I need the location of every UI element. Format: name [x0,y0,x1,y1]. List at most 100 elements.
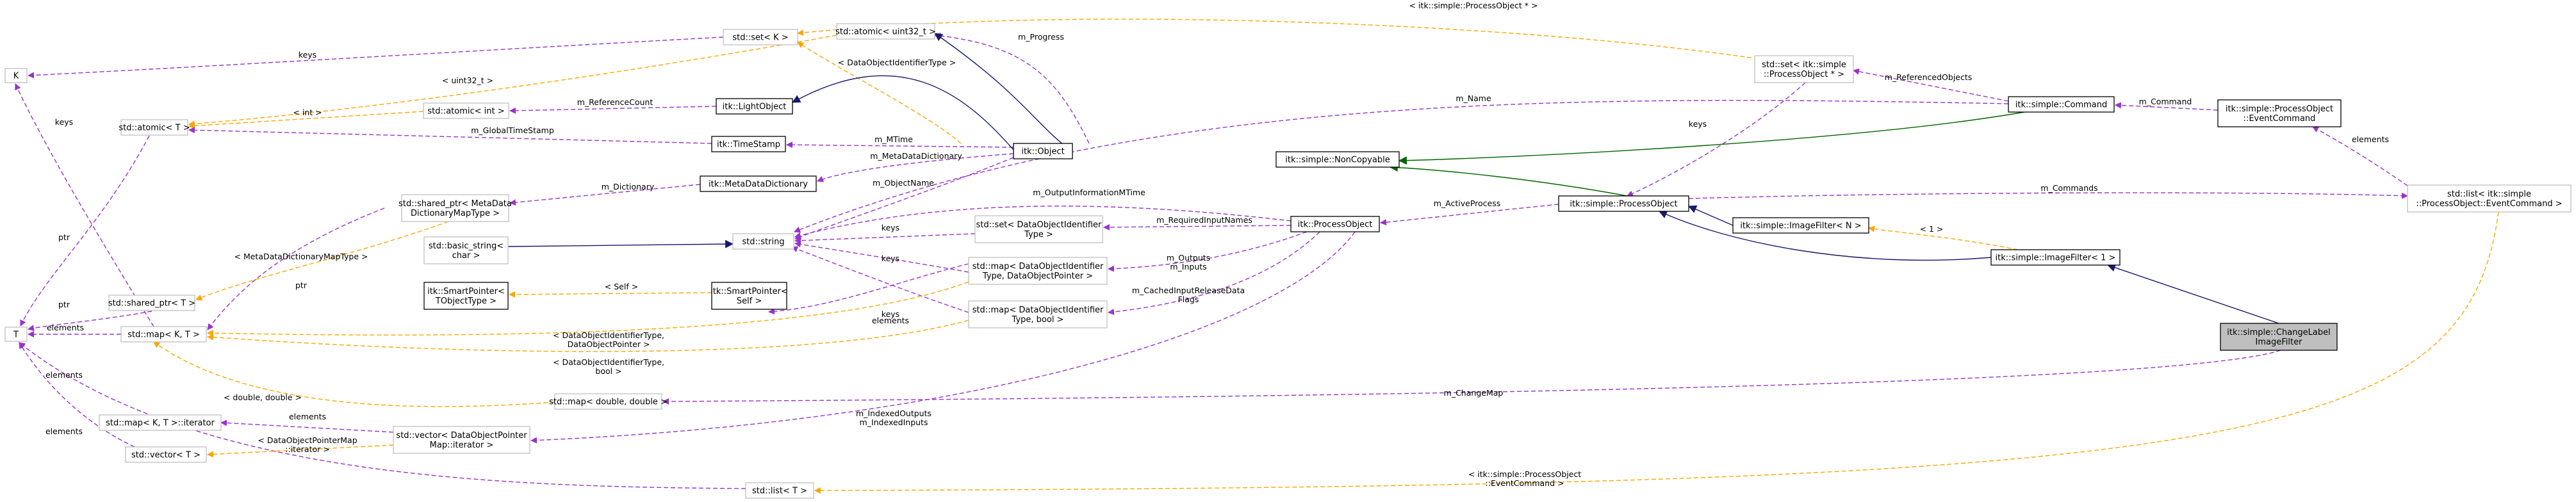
m-referenced-objects-edge [1853,68,2009,102]
iterator-args-edge [207,444,394,458]
node-box [108,295,195,311]
event-command-args-label: < itk::simple::ProcessObject::EventComma… [1468,469,1581,488]
class-node-map-kt[interactable]: std::map< K, T > [120,326,207,343]
process-object-ptr-edge [797,19,1759,60]
m-global-time-stamp-edge [188,127,712,144]
edge-label-line: < 1 > [1920,224,1944,234]
class-node-simple-process-object[interactable]: itk::simple::ProcessObject [1558,195,1689,212]
node-label: std::map< K, T > [127,330,200,340]
node-label: itk::simple::ImageFilter< 1 > [1996,254,2116,263]
class-node-map-dataobject-ptr[interactable]: std::map< DataObjectIdentifierType, Data… [968,257,1108,285]
class-node-set-dataobject[interactable]: std::set< DataObjectIdentifierType > [974,215,1103,243]
class-node-shared-ptr-metadata[interactable]: std::shared_ptr< MetaDataDictionaryMapTy… [398,194,512,222]
int-edge [188,111,424,129]
class-node-process-object[interactable]: itk::ProcessObject [1290,216,1380,232]
class-node-k[interactable]: K [4,68,28,83]
self-edge [509,291,712,298]
edge-label-line: m_Progress [1018,32,1064,42]
m-reference-count-edge [509,106,717,114]
keys-mid1-edge [794,233,976,244]
m-metadata-dictionary-edge [817,153,1014,182]
class-node-list-t[interactable]: std::list< T > [745,482,814,499]
node-box [554,393,662,410]
node-label: Type, DataObjectPointer > [982,271,1093,281]
edge-label-line: keys [882,223,899,232]
keys-right-edge [1627,82,1806,197]
class-node-noncopyable[interactable]: itk::simple::NonCopyable [1276,151,1400,168]
class-node-event-command[interactable]: itk::simple::ProcessObject::EventCommand [2217,99,2342,127]
double-double-label: < double, double > [224,393,302,402]
node-box [2008,96,2115,113]
edge-label-line: m_MetaDataDictionary [870,151,962,161]
node-box [423,102,509,119]
node-box [716,98,793,115]
edge-label-line: ::iterator > [285,444,329,454]
m-dictionary-edge [509,184,701,206]
class-node-atomic-uint32[interactable]: std::atomic< uint32_t > [835,23,936,40]
node-box [1732,217,1869,234]
inheritance-edge [1398,111,2025,165]
class-node-basic-string[interactable]: std::basic_string<char > [423,236,509,264]
node-box [968,300,1108,328]
node-label: itk::ProcessObject [1298,220,1373,230]
node-label: itk::TimeStamp [717,140,780,150]
class-node-shared-ptr-t[interactable]: std::shared_ptr< T > [108,295,195,311]
class-node-map-double[interactable]: std::map< double, double > [549,393,668,410]
node-label: K [13,72,19,81]
class-node-map-iterator[interactable]: std::map< K, T >::iterator [99,414,222,431]
edge-label-line: keys [882,254,899,263]
m-referenced-objects-label: m_ReferencedObjects [1885,72,1973,82]
edge-label-line: m_Dictionary [602,182,655,191]
inheritance-edge [792,75,1014,150]
class-node-object[interactable]: itk::Object [1013,143,1073,159]
class-node-light-object[interactable]: itk::LightObject [716,98,793,115]
m-cached-input-edge [1108,231,1320,316]
class-node-image-filter-n[interactable]: itk::simple::ImageFilter< N > [1732,217,1869,234]
class-node-vector-dataobject[interactable]: std::vector< DataObjectPointerMap::itera… [393,426,530,454]
m-name-label: m_Name [1456,93,1491,103]
edge-label-line: m_ReferenceCount [577,97,653,107]
class-node-atomic-t[interactable]: std::atomic< T > [119,119,190,136]
edge-label-line: m_Command [2139,97,2192,106]
class-node-t[interactable]: T [4,327,28,342]
elements-list-label: elements [45,426,83,436]
node-box [393,426,530,454]
node-label: std::set< K > [732,33,788,43]
node-label: itk::Object [1021,147,1064,157]
class-node-metadata-dictionary[interactable]: itk::MetaDataDictionary [700,175,817,192]
node-label: TObjectType > [435,296,496,306]
class-node-time-stamp[interactable]: itk::TimeStamp [711,136,786,152]
class-node-atomic-int[interactable]: std::atomic< int > [423,102,509,119]
node-box [423,236,509,264]
edge-label-line: elements [45,426,83,436]
edge-label-line: m_Commands [2040,183,2097,193]
node-box [974,215,1103,243]
m-mtime-label: m_MTime [874,134,913,144]
class-node-string[interactable]: std::string [732,233,794,250]
class-node-set-k[interactable]: std::set< K > [723,29,798,45]
class-node-command[interactable]: itk::simple::Command [2008,96,2115,113]
one-edge [1868,225,2019,250]
edge-label-line: keys [882,309,899,319]
class-node-smart-pointer-self[interactable]: itk::SmartPointer<Self > [710,282,788,310]
edge-label-line: < DataObjectPointerMap [258,435,357,445]
edge-label-line: elements [872,316,909,325]
node-label: std::map< double, double > [549,398,668,407]
class-node-smart-pointer-tobject[interactable]: itk::SmartPointer<TObjectType > [423,282,509,310]
class-node-vector-t[interactable]: std::vector< T > [125,446,207,463]
class-node-set-process-object[interactable]: std::set< itk::simple::ProcessObject * > [1754,55,1854,83]
class-node-image-filter-1[interactable]: itk::simple::ImageFilter< 1 > [1990,249,2121,266]
node-box [1276,151,1400,168]
class-node-list-event-command[interactable]: std::list< itk::simple::ProcessObject::E… [2407,184,2572,213]
m-commands-edge [1688,192,2408,199]
edge-label-line: < DataObjectIdentifierType, [553,330,664,340]
node-label: std::atomic< uint32_t > [835,28,936,37]
node-label: itk::simple::ImageFilter< N > [1740,222,1861,231]
keys-left-edge [15,83,154,327]
node-box [1754,55,1854,83]
edge-label-line: m_CachedInputReleaseData [1132,286,1245,295]
class-node-map-dataobject-bool[interactable]: std::map< DataObjectIdentifierType, bool… [968,300,1108,328]
